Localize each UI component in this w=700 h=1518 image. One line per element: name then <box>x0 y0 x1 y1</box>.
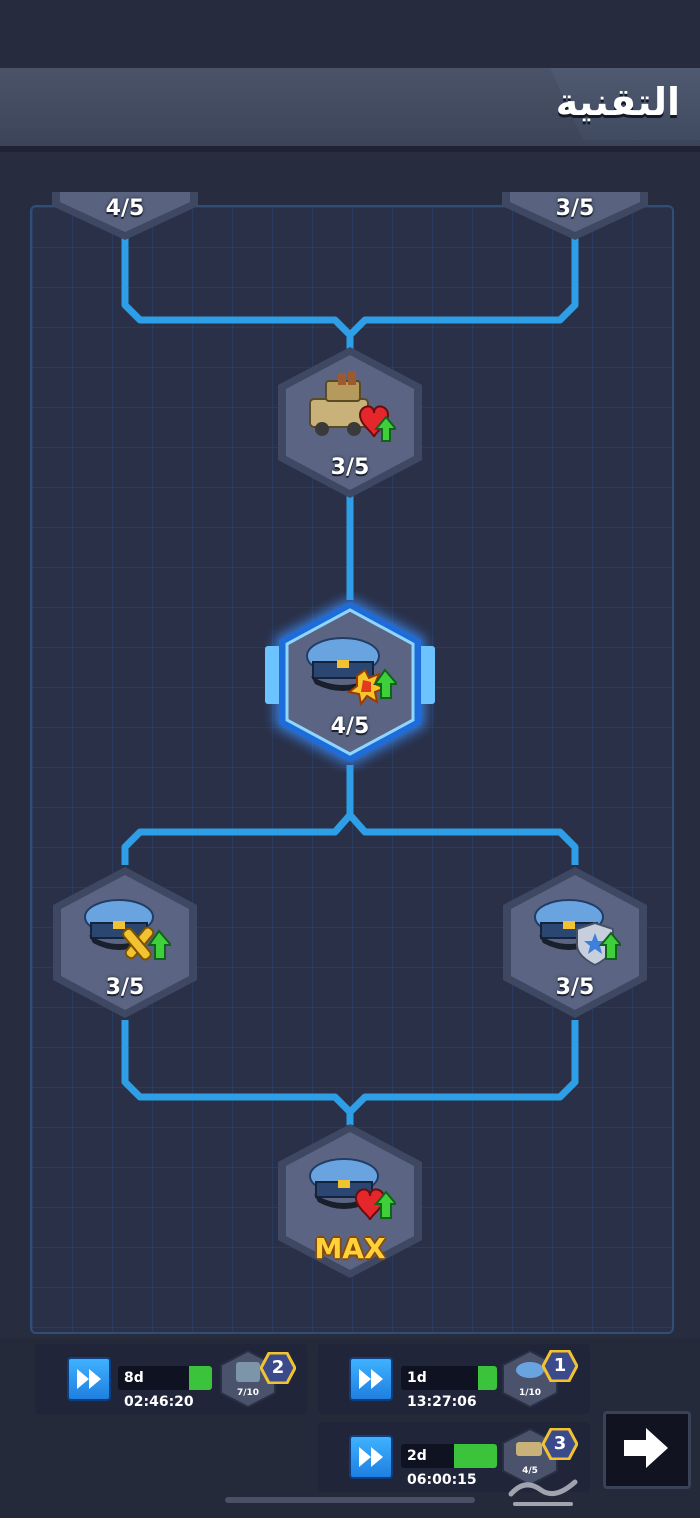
tech-node-officer-defense[interactable]: 3/5 <box>501 865 649 1020</box>
node-level: 3/5 <box>555 975 595 1000</box>
tech-node-truck-health[interactable]: 3/5 <box>276 345 424 500</box>
tech-node-top-right[interactable]: 3/5 <box>502 192 648 242</box>
selected-hex-shape <box>265 598 435 766</box>
speed-up-button[interactable] <box>349 1435 393 1479</box>
queue-slot-badge: 3 <box>542 1428 578 1460</box>
tech-node-officer-attack-selected[interactable]: 4/5 <box>255 592 445 772</box>
queue-timer: 1d 13:27:06 <box>401 1366 497 1410</box>
officer-cap-shield-upgrade-icon <box>534 899 621 967</box>
node-level: 4/5 <box>330 714 370 739</box>
home-indicator[interactable] <box>225 1497 475 1503</box>
partial-hex-shape <box>502 192 648 240</box>
queue-timer: 2d 06:00:15 <box>401 1444 497 1488</box>
status-area <box>0 0 700 68</box>
officer-cap-bullet-upgrade-icon <box>84 899 171 961</box>
tech-node-officer-weapon[interactable]: 3/5 <box>51 865 199 1020</box>
partial-hex-shape <box>52 192 198 240</box>
node-max-label: MAX <box>314 1232 386 1265</box>
speed-up-button[interactable] <box>67 1357 111 1401</box>
next-button[interactable] <box>603 1411 691 1489</box>
arrow-right-icon <box>624 1428 668 1468</box>
node-level: 3/5 <box>105 975 145 1000</box>
page-title: التقنية <box>555 80 680 124</box>
tech-node-officer-health[interactable]: MAX <box>276 1122 424 1282</box>
haraj-watermark-logo <box>508 1479 578 1506</box>
tech-node-top-left[interactable]: 4/5 <box>52 192 198 242</box>
node-level: 3/5 <box>555 196 595 221</box>
officer-cap-heart-upgrade-icon <box>309 1158 396 1221</box>
truck-heart-upgrade-icon <box>309 371 396 442</box>
fast-forward-icon <box>359 1447 383 1467</box>
queue-slot-badge: 2 <box>260 1352 296 1384</box>
queue-timer: 8d 02:46:20 <box>118 1366 212 1410</box>
speed-up-button[interactable] <box>349 1357 393 1401</box>
officer-cap-attack-upgrade-icon <box>306 637 397 707</box>
fast-forward-icon <box>77 1369 101 1389</box>
queue-slot-badge: 1 <box>542 1350 578 1382</box>
fast-forward-icon <box>359 1369 383 1389</box>
node-level: 3/5 <box>330 455 370 480</box>
node-level: 4/5 <box>105 196 145 221</box>
